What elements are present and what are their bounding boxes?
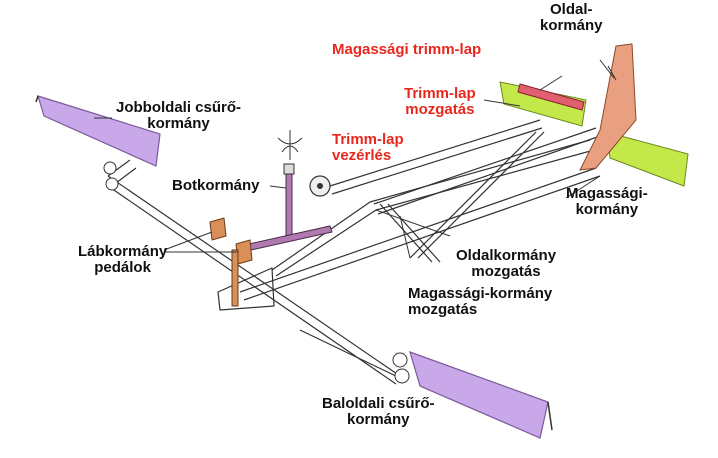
- trim-wheel-hub: [317, 183, 323, 189]
- cross-cable-1: [379, 203, 433, 263]
- left-aileron-edge: [547, 401, 553, 431]
- rudder-cable-upper: [271, 139, 591, 271]
- label-trimm-lap-vezerles-line1: Trimm-lap: [332, 131, 404, 148]
- stick-movement-arrows: [277, 130, 303, 160]
- rudder-pedals: [209, 217, 253, 307]
- label-oldalkormany-mozgatas: Oldalkormány mozgatás: [456, 248, 556, 280]
- label-jobboldali-csuro-kormany: Jobboldali csűrő- kormány: [116, 100, 241, 132]
- label-magassagi-kormany-mozgatas-line1: Magassági-kormány: [408, 285, 553, 302]
- cross-cable-2: [387, 203, 441, 263]
- elevator-rod-upper: [239, 167, 597, 293]
- label-labkormany-pedalok: Lábkormány pedálok: [78, 244, 167, 276]
- label-trimm-lap-mozgatas: Trimm-lap mozgatás: [404, 86, 476, 118]
- left-aileron-surface: [409, 351, 549, 439]
- label-jobboldali-csuro-kormany-line1: Jobboldali csűrő-: [116, 99, 242, 116]
- elevator-trim-tab: [517, 83, 585, 111]
- label-labkormany-pedalok-line1: Lábkormány: [78, 243, 168, 260]
- label-magassagi-kormany: Magassági- kormány: [566, 186, 648, 218]
- label-baloldali-csuro-kormany-line1: Baloldali csűrő-: [322, 395, 435, 412]
- label-trimm-lap-mozgatas-line2: mozgatás: [405, 101, 475, 118]
- left-aileron-pulley-a: [392, 352, 408, 368]
- right-aileron-pulley-a: [103, 161, 117, 175]
- trim-tab-cable: [329, 119, 543, 195]
- label-oldal-kormany-line1: Oldal-: [550, 1, 593, 18]
- label-magassagi-kormany-line2: kormány: [575, 201, 639, 218]
- label-labkormany-pedalok-line2: pedálok: [94, 259, 151, 276]
- label-botkormany: Botkormány: [172, 177, 260, 194]
- label-baloldali-csuro-kormany-line2: kormány: [347, 411, 410, 428]
- left-aileron-rod: [299, 329, 401, 379]
- cross-cable-4: [417, 131, 545, 259]
- label-trimm-lap-vezerles-line2: vezérlés: [332, 147, 392, 164]
- label-oldal-kormany: Oldal- kormány: [540, 2, 603, 34]
- label-jobboldali-csuro-kormany-line2: kormány: [147, 115, 210, 132]
- left-aileron-pulley-b: [394, 368, 410, 384]
- right-aileron-edge: [35, 95, 39, 103]
- label-magassagi-kormany-mozgatas: Magassági-kormány mozgatás: [408, 286, 552, 318]
- label-oldal-kormany-line2: kormány: [540, 17, 603, 34]
- rudder-pointer: [599, 59, 615, 79]
- label-magassagi-kormany-line1: Magassági-: [566, 185, 648, 202]
- label-magassagi-kormany-mozgatas-line2: mozgatás: [408, 301, 478, 318]
- aileron-cross-rod: [107, 175, 401, 385]
- label-oldalkormany-mozgatas-line1: Oldalkormány: [456, 247, 557, 264]
- cross-cable-3: [409, 131, 537, 259]
- label-magassagi-trimm-lap: Magassági trimm-lap: [332, 41, 482, 58]
- right-aileron-surface: [37, 95, 161, 167]
- leader-lines: [94, 65, 617, 259]
- rudder-surface: [579, 43, 637, 171]
- label-oldalkormany-mozgatas-line2: mozgatás: [471, 263, 541, 280]
- label-baloldali-csuro-kormany: Baloldali csűrő- kormány: [322, 396, 435, 428]
- elevator-rod-lower: [243, 175, 601, 301]
- floor-frame: [217, 267, 275, 311]
- label-trimm-lap-mozgatas-line1: Trimm-lap: [404, 85, 476, 102]
- tail-rod-a: [373, 127, 601, 215]
- right-aileron-pulley-b: [105, 177, 119, 191]
- label-trimm-lap-vezerles: Trimm-lap vezérlés: [332, 132, 404, 164]
